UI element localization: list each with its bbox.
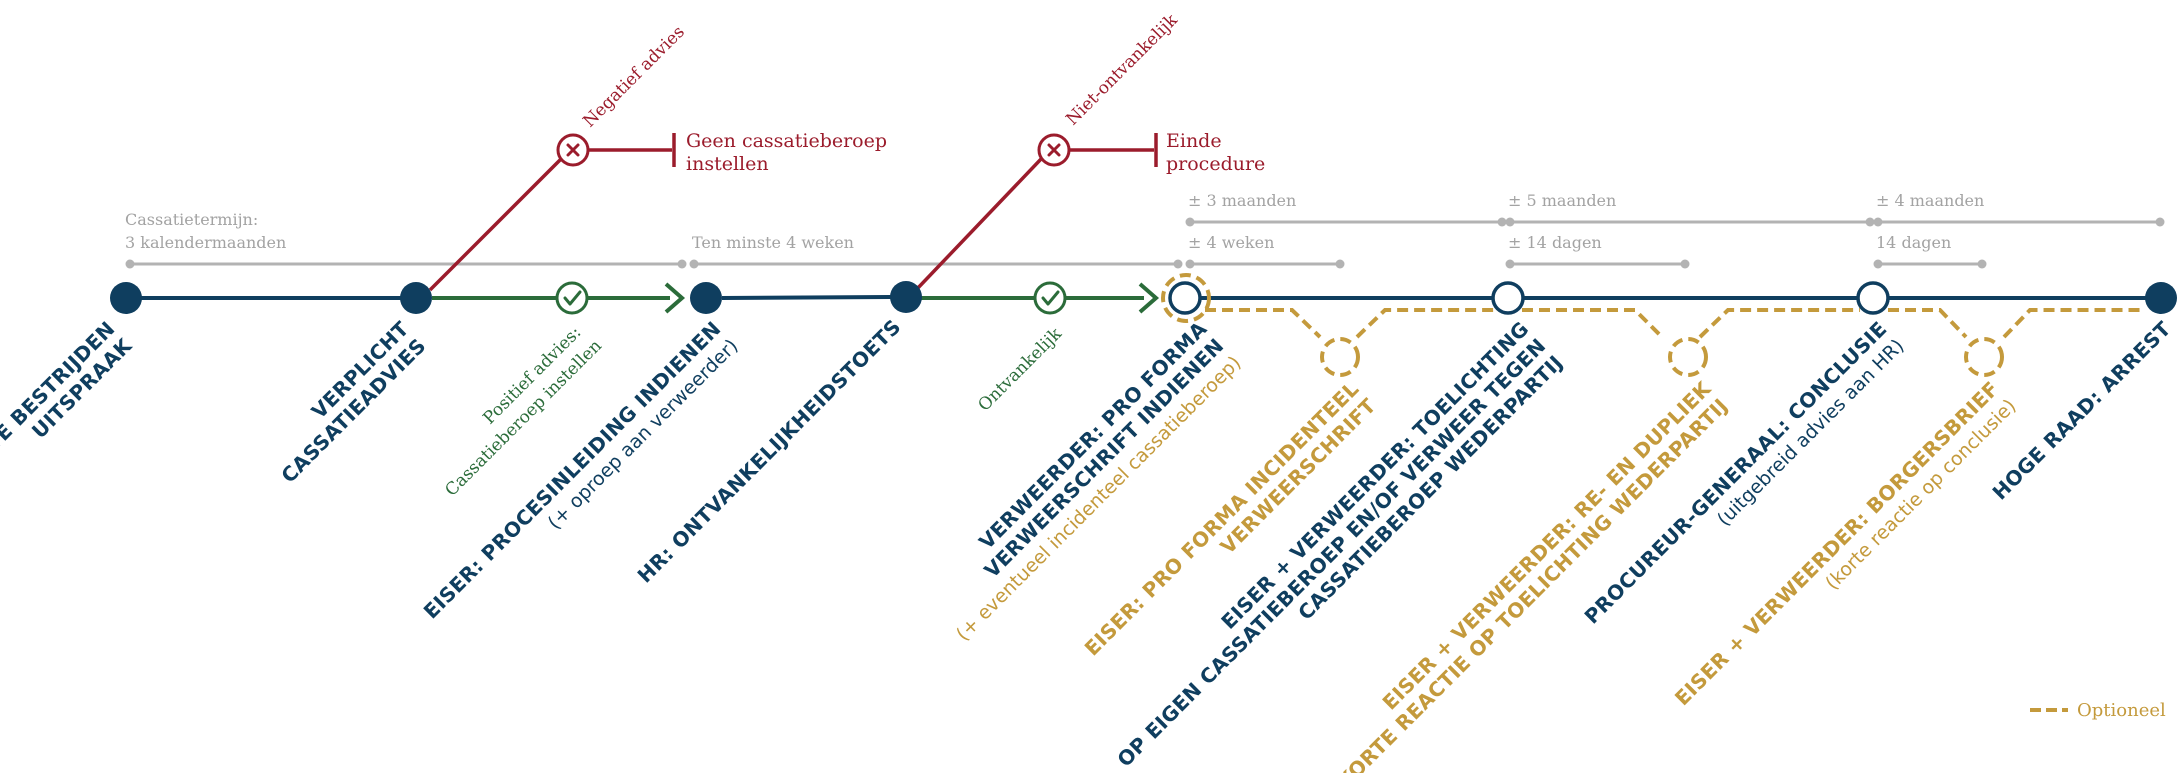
svg-text:CASSATIEADVIES: CASSATIEADVIES	[276, 334, 430, 488]
node-te-bestrijden-uitspraak	[110, 282, 142, 314]
svg-text:EISER + VERWEERDER: BORGERSBRI: EISER + VERWEERDER: BORGERSBRIEF	[1670, 377, 2004, 711]
arrow-head-icon	[1138, 282, 1160, 314]
end-procedure-outcome-line1: Einde	[1166, 130, 1222, 152]
node-arrest	[2145, 282, 2177, 314]
admissible-label: Ontvankelijk	[974, 324, 1066, 416]
duration-cassatietermijn-label: Cassatietermijn:	[125, 210, 258, 229]
step-label-borgersbrief: EISER + VERWEERDER: BORGERSBRIEF (korte …	[1670, 377, 2021, 711]
node-conclusie	[1856, 281, 1890, 315]
arrow-head-icon	[664, 282, 686, 314]
step-label-te-bestrijden-uitspraak: TE BESTRIJDEN UITSPRAAK	[0, 317, 137, 456]
node-pro-forma-verweerschrift	[1168, 281, 1202, 315]
node-toelichting	[1491, 281, 1525, 315]
duration-pg-months-label: ± 4 maanden	[1876, 191, 1984, 210]
check-circle-icon	[1033, 281, 1067, 315]
duration-tl-days-label: ± 14 dagen	[1508, 233, 1602, 252]
duration-pg-days-label: 14 dagen	[1876, 233, 1951, 252]
cross-circle-icon	[1037, 133, 1071, 167]
check-circle-icon	[555, 281, 589, 315]
main-timeline	[126, 295, 2146, 300]
step-label-re-en-dupliek: EISER + VERWEERDER: RE- EN DUPLIEK KORTE…	[1332, 376, 1732, 773]
svg-text:TE BESTRIJDEN: TE BESTRIJDEN	[0, 317, 120, 456]
end-procedure-outcome-line2: procedure	[1166, 153, 1265, 175]
duration-pf-months-label: ± 3 maanden	[1188, 191, 1296, 210]
duration-bars	[125, 217, 2165, 269]
legend-optional-label: Optioneel	[2077, 700, 2166, 721]
optional-paths	[1161, 273, 2145, 377]
negative-branch	[428, 133, 1158, 292]
svg-text:(korte reactie op conclusie): (korte reactie op conclusie)	[1821, 395, 2020, 594]
node-ontvankelijkheidstoets	[890, 281, 922, 313]
duration-ten-minste-label: Ten minste 4 weken	[692, 233, 854, 252]
no-cassation-outcome-line1: Geen cassatieberoep	[686, 130, 887, 152]
legend: Optioneel	[2030, 700, 2166, 721]
duration-tl-months-label: ± 5 maanden	[1508, 191, 1616, 210]
step-label-pro-forma-verweerschrift: VERWEERDER: PRO FORMA VERWEERSCHRIFT IND…	[952, 316, 1246, 645]
step-label-verplicht-cassatieadvies: VERPLICHT CASSATIEADVIES	[276, 317, 430, 488]
no-cassation-outcome-line2: instellen	[686, 153, 769, 175]
node-verplicht-cassatieadvies	[400, 282, 432, 314]
cross-circle-icon	[556, 133, 590, 167]
negative-advice-label: Negatief advies	[579, 22, 688, 131]
duration-pf-weeks-label: ± 4 weken	[1188, 233, 1274, 252]
node-procesinleiding	[690, 282, 722, 314]
duration-cassatietermijn-value: 3 kalendermaanden	[125, 233, 286, 252]
not-admissible-label: Niet-ontvankelijk	[1062, 10, 1182, 130]
